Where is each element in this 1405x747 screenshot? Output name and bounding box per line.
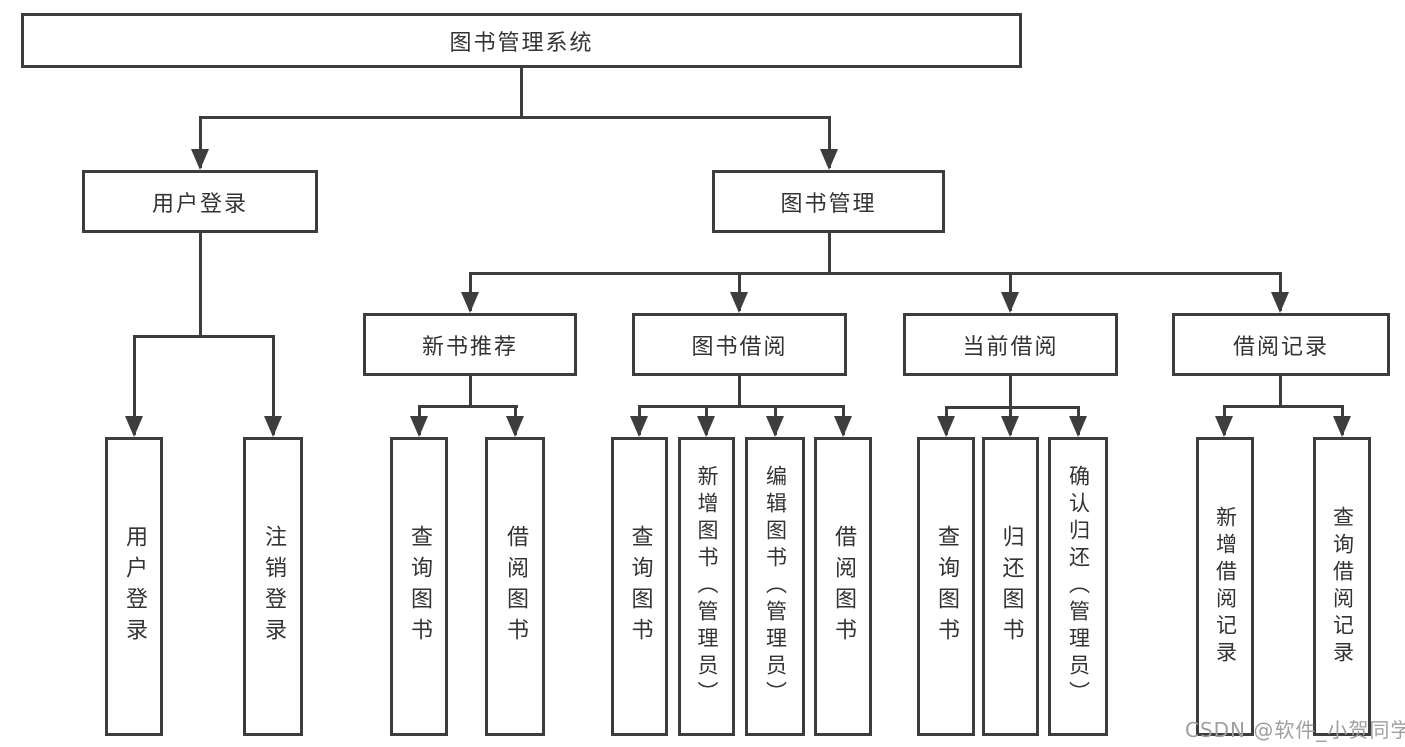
leaf-query-borrow-record: 查询借阅记录	[1313, 437, 1371, 736]
node-book-borrow: 图书借阅	[632, 313, 847, 376]
node-borrow-records: 借阅记录	[1172, 313, 1390, 376]
leaf-borrow-query-books: 查询图书	[611, 437, 668, 736]
leaf-newbook-borrow-books: 借阅图书	[485, 437, 545, 736]
connector-line	[272, 335, 275, 435]
connector-line	[199, 116, 831, 119]
node-book-management: 图书管理	[712, 170, 945, 233]
arrowhead	[1001, 292, 1019, 313]
connector-line	[199, 116, 202, 168]
connector-line	[1009, 376, 1012, 406]
arrowhead	[730, 292, 748, 313]
leaf-logout: 注销登录	[243, 437, 303, 736]
connector-line	[638, 405, 845, 408]
arrowhead	[410, 416, 428, 437]
arrowhead	[937, 416, 955, 437]
arrowhead	[506, 416, 524, 437]
arrowhead	[1271, 292, 1289, 313]
node-new-book-recommend: 新书推荐	[363, 313, 577, 376]
arrowhead	[766, 416, 784, 437]
root-node: 图书管理系统	[21, 13, 1022, 68]
node-current-borrow: 当前借阅	[903, 313, 1118, 376]
arrowhead	[697, 416, 715, 437]
arrowhead	[1001, 416, 1019, 437]
leaf-edit-book-admin: 编辑图书（管理员）	[745, 437, 805, 736]
arrowhead	[191, 149, 209, 170]
leaf-return-book: 归还图书	[982, 437, 1039, 736]
connector-line	[199, 233, 202, 335]
connector-line	[1279, 376, 1282, 405]
arrowhead	[125, 416, 143, 437]
csdn-watermark: CSDN @软件_小贺同学	[1185, 718, 1405, 742]
connector-line	[1009, 272, 1012, 311]
leaf-newbook-query-books: 查询图书	[390, 437, 448, 736]
connector-line	[1223, 405, 1343, 408]
connector-line	[945, 406, 1080, 409]
leaf-confirm-return-admin: 确认归还（管理员）	[1048, 437, 1108, 736]
arrowhead	[1069, 416, 1087, 437]
leaf-borrow-book: 借阅图书	[814, 437, 872, 736]
arrowhead	[461, 292, 479, 313]
connector-line	[1279, 272, 1282, 311]
arrowhead	[820, 149, 838, 170]
arrowhead	[264, 416, 282, 437]
connector-line	[133, 335, 136, 435]
connector-line	[469, 272, 472, 311]
leaf-add-borrow-record: 新增借阅记录	[1196, 437, 1254, 736]
connector-line	[133, 335, 275, 338]
connector-line	[469, 376, 472, 405]
leaf-current-query-books: 查询图书	[917, 437, 975, 736]
arrowhead	[630, 416, 648, 437]
leaf-user-login: 用户登录	[105, 437, 163, 736]
arrowhead	[1333, 416, 1351, 437]
connector-line	[469, 272, 1282, 275]
connector-line	[738, 272, 741, 311]
connector-line	[828, 116, 831, 168]
connector-line	[520, 68, 523, 116]
node-user-login: 用户登录	[82, 170, 318, 233]
arrowhead	[834, 416, 852, 437]
connector-line	[418, 405, 518, 408]
leaf-add-book-admin: 新增图书（管理员）	[678, 437, 735, 736]
arrowhead	[1215, 416, 1233, 437]
connector-line	[738, 376, 741, 405]
connector-line	[828, 233, 831, 272]
